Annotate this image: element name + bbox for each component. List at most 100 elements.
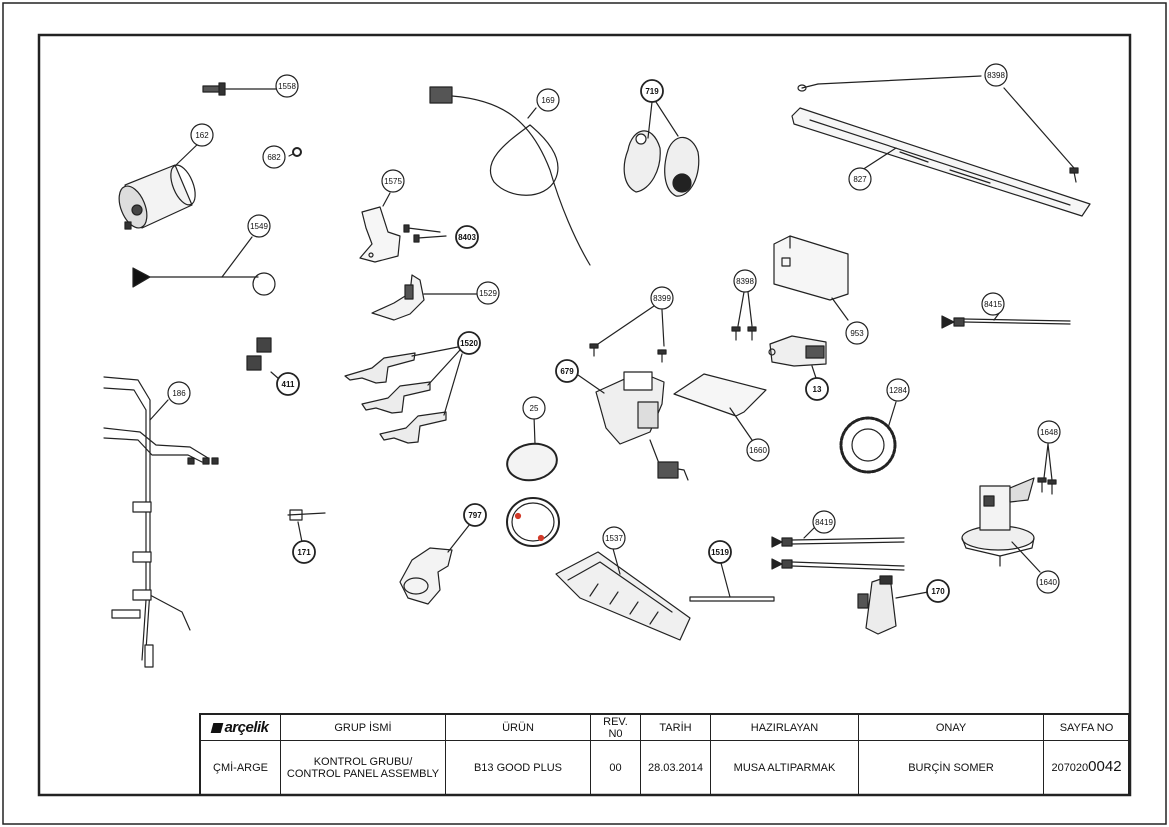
part-power-cable-169 — [429, 86, 591, 266]
part-enclosure-953 — [773, 235, 849, 321]
callout-circle — [926, 579, 950, 603]
callout-circle — [522, 396, 546, 420]
callout-label: 1284 — [889, 386, 907, 395]
product-value: B13 GOOD PLUS — [445, 740, 591, 795]
callout-25: 25 — [522, 396, 546, 420]
logo-text: arçelik — [224, 718, 269, 736]
part-pin-171 — [287, 509, 326, 543]
callout-1558: 1558 — [275, 74, 299, 98]
callout-circle — [276, 372, 300, 396]
rev-header-line2: N0 — [608, 727, 623, 740]
page-number-suffix: 0042 — [1088, 758, 1122, 775]
callout-circle — [650, 286, 674, 310]
part-screws-1648 — [1037, 443, 1057, 495]
callout-label: 679 — [560, 367, 574, 376]
date-header: TARİH — [640, 714, 711, 741]
page-header: SAYFA NO — [1043, 714, 1130, 741]
callout-label: 186 — [172, 389, 186, 398]
group-value-line2: CONTROL PANEL ASSEMBLY — [286, 767, 440, 780]
callout-label: 719 — [645, 87, 659, 96]
product-header: ÜRÜN — [445, 714, 591, 741]
callout-circle — [555, 359, 579, 383]
callout-label: 797 — [468, 511, 482, 520]
callout-797: 797 — [463, 503, 487, 527]
callout-label: 170 — [931, 587, 945, 596]
part-strip-1519 — [689, 562, 775, 602]
callout-1519: 1519 — [708, 540, 732, 564]
callout-circle — [1036, 570, 1060, 594]
callout-label: 1575 — [384, 177, 402, 186]
callout-circle — [536, 88, 560, 112]
callout-label: 1558 — [278, 82, 296, 91]
callout-8398: 8398 — [984, 63, 1008, 87]
callout-label: 171 — [297, 548, 311, 557]
part-ring-assembly — [506, 497, 560, 547]
callout-170: 170 — [926, 579, 950, 603]
part-screws-8398-top — [797, 75, 1079, 183]
callout-circle — [275, 74, 299, 98]
callout-8415: 8415 — [981, 292, 1005, 316]
callout-circle — [984, 63, 1008, 87]
callout-label: 25 — [530, 404, 539, 413]
callout-411: 411 — [276, 372, 300, 396]
callout-label: 169 — [541, 96, 555, 105]
group-value: KONTROL GRUBU/CONTROL PANEL ASSEMBLY — [280, 740, 446, 795]
callout-1640: 1640 — [1036, 570, 1060, 594]
callout-circle — [981, 292, 1005, 316]
callout-1529: 1529 — [476, 281, 500, 305]
callout-1520: 1520 — [457, 331, 481, 355]
drawing-frame — [37, 33, 1132, 797]
callout-label: 8399 — [653, 294, 671, 303]
part-switch-170 — [857, 575, 929, 635]
part-cable-ties-8419 — [771, 527, 905, 571]
part-panel-1537 — [555, 544, 691, 641]
callout-circle — [708, 540, 732, 564]
part-door-latch-797 — [399, 523, 471, 605]
callout-1284: 1284 — [886, 378, 910, 402]
callout-circle — [262, 145, 286, 169]
callout-827: 827 — [848, 167, 872, 191]
part-rail-827 — [791, 107, 1091, 217]
callout-1575: 1575 — [381, 169, 405, 193]
callout-label: 8398 — [736, 277, 754, 286]
callout-label: 8415 — [984, 300, 1002, 309]
part-latch-1529 — [371, 274, 479, 321]
callout-circle — [247, 214, 271, 238]
callout-label: 1537 — [605, 534, 623, 543]
callout-circle — [292, 540, 316, 564]
approval-header: ONAY — [858, 714, 1044, 741]
rev-header: REV.N0 — [590, 714, 641, 741]
callout-circle — [457, 331, 481, 355]
callout-679: 679 — [555, 359, 579, 383]
callout-label: 1520 — [460, 339, 478, 348]
callout-circle — [845, 321, 869, 345]
part-gear-ring-1284 — [839, 401, 897, 474]
callout-label: 162 — [195, 131, 209, 140]
callout-circle — [886, 378, 910, 402]
callout-circle — [602, 526, 626, 550]
callout-label: 1519 — [711, 548, 729, 557]
part-cable-tie-8415 — [941, 311, 1071, 329]
company-name: ÇMİ-ARGE — [200, 740, 281, 795]
callout-label: 8403 — [458, 233, 476, 242]
callout-label: 682 — [267, 153, 281, 162]
callout-circle — [455, 225, 479, 249]
callout-circle — [746, 438, 770, 462]
callout-1648: 1648 — [1037, 420, 1061, 444]
callout-label: 953 — [850, 329, 864, 338]
part-levers-1520 — [344, 346, 463, 444]
group-value-line1: KONTROL GRUBU/ — [313, 755, 413, 768]
part-screw-1558 — [202, 82, 277, 96]
part-clips-411 — [246, 337, 280, 380]
callout-circle — [167, 381, 191, 405]
part-cover-sheet-1660 — [673, 373, 767, 441]
page-number: 2070200042 — [1043, 740, 1130, 795]
callout-circle — [733, 269, 757, 293]
callout-8398: 8398 — [733, 269, 757, 293]
callout-8419: 8419 — [812, 510, 836, 534]
callout-1660: 1660 — [746, 438, 770, 462]
callout-label: 8419 — [815, 518, 833, 527]
callout-719: 719 — [640, 79, 664, 103]
